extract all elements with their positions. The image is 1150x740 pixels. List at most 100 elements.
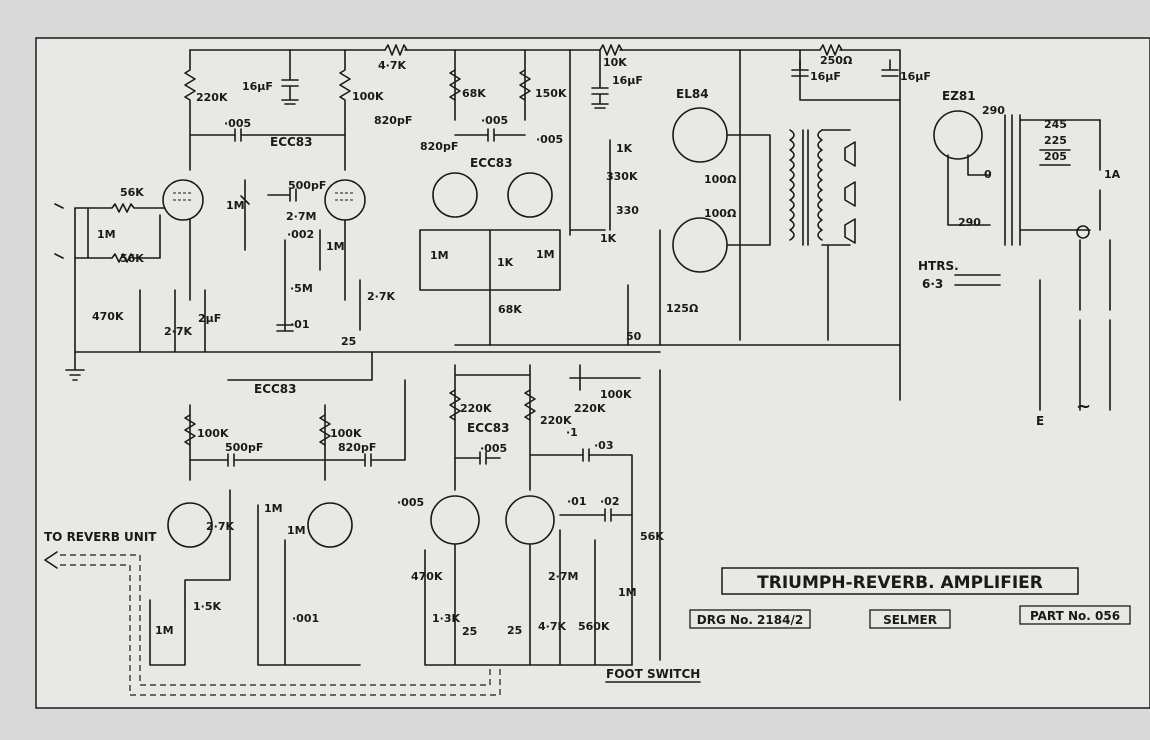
label-r-1m-a: 1M [326, 240, 345, 253]
label-r-100k-b: 100K [197, 427, 229, 440]
label-r-68k-a: 68K [462, 87, 486, 100]
label-earth: E [1036, 414, 1044, 428]
label-r-250: 250Ω [820, 54, 853, 67]
label-r-1k-a: 1K [616, 142, 633, 155]
label-c-02: ·02 [600, 495, 620, 508]
output-transformer [789, 129, 856, 341]
label-c-25-c: 25 [507, 624, 522, 637]
tone-network [240, 179, 361, 332]
label-tap-290-a: 290 [982, 104, 1005, 117]
label-r-1k-b: 1K [600, 232, 617, 245]
label-r-2m7: 2·7M [286, 210, 316, 223]
label-r-68k-b: 68K [498, 303, 522, 316]
label-c-25-a: 25 [341, 335, 356, 348]
label-r-470k-a: 470K [92, 310, 124, 323]
label-r-150k: 150K [535, 87, 567, 100]
label-r-125: 125Ω [666, 302, 699, 315]
label-r-1m-c: 1M [536, 248, 555, 261]
label-r-220k-a: 220K [196, 91, 228, 104]
resistor-250 [819, 44, 843, 56]
tube-v2a [432, 172, 478, 218]
label-r-2k7-c: 2·7K [206, 520, 234, 533]
label-c-005-b: ·005 [481, 114, 508, 127]
label-c-16c: 16µF [810, 70, 841, 83]
label-r-470k-b: 470K [411, 570, 443, 583]
label-c-01b: ·01 [567, 495, 587, 508]
stage-v1 [162, 49, 366, 301]
stage-v4 [424, 364, 661, 666]
label-c-50: 50 [626, 330, 642, 343]
label-tap-245: 245 [1044, 118, 1067, 131]
label-tube-v1: ECC83 [270, 135, 313, 149]
label-c-820-a: 820pF [374, 114, 412, 127]
label-r-100k-c: 100K [330, 427, 362, 440]
label-r-56k-a: 56K [120, 186, 144, 199]
tube-v4a [430, 495, 480, 545]
title-block: TRIUMPH-REVERB. AMPLIFIER DRG No. 2184/2… [689, 567, 1131, 629]
tube-rectifier [933, 110, 983, 160]
resistor-10k [599, 44, 623, 56]
label-r-1k3: 1·3K [432, 612, 460, 625]
output-stage [569, 49, 771, 346]
label-tube-v2: ECC83 [470, 156, 513, 170]
label-c-03: ·03 [594, 439, 614, 452]
power-supply [933, 110, 1111, 411]
resistor-4k7 [384, 44, 408, 56]
label-fuse: 1A [1104, 168, 1121, 181]
label-tap-0: 0 [984, 168, 992, 181]
speaker-icon [844, 141, 856, 244]
label-r-4k7: 4·7K [378, 59, 406, 72]
label-pot-1m: 1M [226, 199, 245, 212]
label-r-1m-d: 1M [287, 524, 306, 537]
label-c-2uf: 2µF [198, 312, 221, 325]
stage-v2 [419, 49, 561, 346]
label-r-330k: 330K [606, 170, 638, 183]
label-tube-rectifier: EZ81 [942, 89, 976, 103]
drawing-title: TRIUMPH-REVERB. AMPLIFIER [757, 573, 1043, 593]
label-tube-v4: ECC83 [467, 421, 510, 435]
tube-v3b [307, 502, 353, 548]
reverb-cable [44, 551, 501, 696]
label-tap-290-b: 290 [958, 216, 981, 229]
label-c-16b: 16µF [612, 74, 643, 87]
label-heaters: HTRS. [918, 259, 959, 273]
label-r-1m-b: 1M [430, 249, 449, 262]
label-c-01: ·01 [290, 318, 310, 331]
label-c-005-a: ·005 [224, 117, 251, 130]
label-c-820-c: 820pF [338, 441, 376, 454]
label-r-2m7-b: 2·7M [548, 570, 578, 583]
label-c-500-a: 500pF [288, 179, 326, 192]
label-r-1m-e: 1M [618, 586, 637, 599]
label-r-100k-a: 100K [352, 90, 384, 103]
label-reverb-unit: TO REVERB UNIT [44, 530, 157, 544]
label-tap-205: 205 [1044, 150, 1067, 163]
label-r-10k: 10K [603, 56, 627, 69]
label-pot-100k: 100K [600, 388, 632, 401]
label-r-4k7: 4·7K [538, 620, 566, 633]
tube-v4b [505, 495, 555, 545]
label-heater-voltage: 6·3 [922, 277, 943, 291]
label-mains: ~ [1076, 396, 1091, 417]
label-r-2k7-b: 2·7K [164, 325, 192, 338]
label-pot-1m-c: 1M [155, 624, 174, 637]
label-r-1k-c: 1K [497, 256, 514, 269]
filter-capacitors [281, 49, 899, 109]
title-box [721, 567, 1079, 595]
part-number-box [1019, 605, 1131, 625]
label-r-100-a: 100Ω [704, 173, 737, 186]
label-foot-switch: FOOT SWITCH [606, 667, 700, 681]
stage-v3 [149, 379, 406, 666]
label-r-330: 330 [616, 204, 639, 217]
part-number: PART No. 056 [1030, 609, 1120, 623]
tube-v2b [507, 172, 553, 218]
tube-power-a [672, 107, 728, 163]
label-r-100-b: 100Ω [704, 207, 737, 220]
label-c-820-b: 820pF [420, 140, 458, 153]
label-c-005-e: ·005 [397, 496, 424, 509]
label-r-56k-c: 56K [640, 530, 664, 543]
label-r-2k7-a: 2·7K [367, 290, 395, 303]
label-tube-power: EL84 [676, 87, 709, 101]
label-r-220k-b: 220K [460, 402, 492, 415]
